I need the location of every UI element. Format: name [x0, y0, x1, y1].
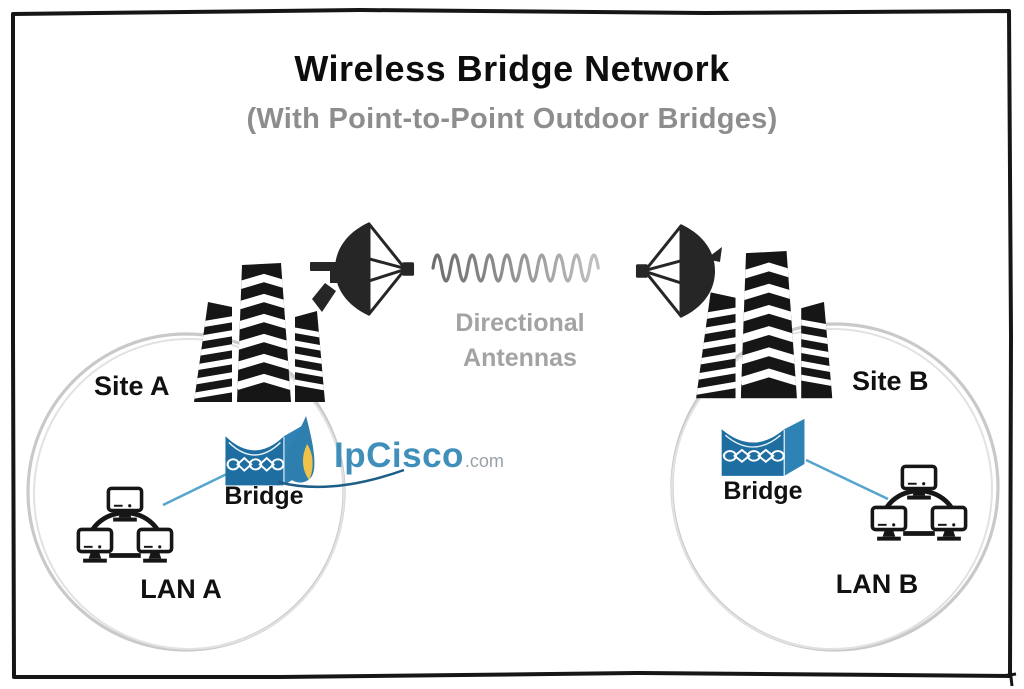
site-b-circle — [670, 322, 1000, 652]
lan-a-label: LAN A — [140, 574, 222, 604]
site-a-circle — [26, 332, 346, 652]
lan-computers-icon-b — [872, 466, 965, 540]
radio-wave-icon — [431, 253, 600, 283]
antenna-pointer-icon — [706, 247, 722, 262]
connection-line-a — [162, 468, 236, 507]
city-buildings-icon-site-a — [192, 262, 327, 402]
logo-tld-text: .com — [464, 451, 504, 471]
sailboat-logo-icon — [277, 416, 405, 489]
border-frame — [11, 8, 1017, 687]
logo-brand-text: IpCisco — [334, 436, 464, 475]
city-buildings-icon-site-b — [694, 250, 834, 398]
bridge-a-label: Bridge — [224, 482, 304, 510]
logo: IpCisco .com — [334, 436, 504, 476]
lan-computers-icon-a — [78, 488, 171, 562]
page-subtitle: (With Point-to-Point Outdoor Bridges) — [246, 103, 778, 135]
site-a-label: Site A — [94, 371, 170, 401]
directional-antennas-label: Directional Antennas — [455, 309, 585, 372]
antenna-mount-icon — [310, 262, 354, 312]
wireless-bridge-device-icon-b — [720, 417, 806, 477]
bridge-b-label: Bridge — [723, 477, 803, 505]
satellite-dish-icon-right — [634, 222, 717, 320]
connection-line-b — [805, 458, 889, 501]
page-title: Wireless Bridge Network — [294, 48, 730, 89]
lan-b-label: LAN B — [835, 569, 919, 599]
site-b-label: Site B — [852, 366, 929, 396]
